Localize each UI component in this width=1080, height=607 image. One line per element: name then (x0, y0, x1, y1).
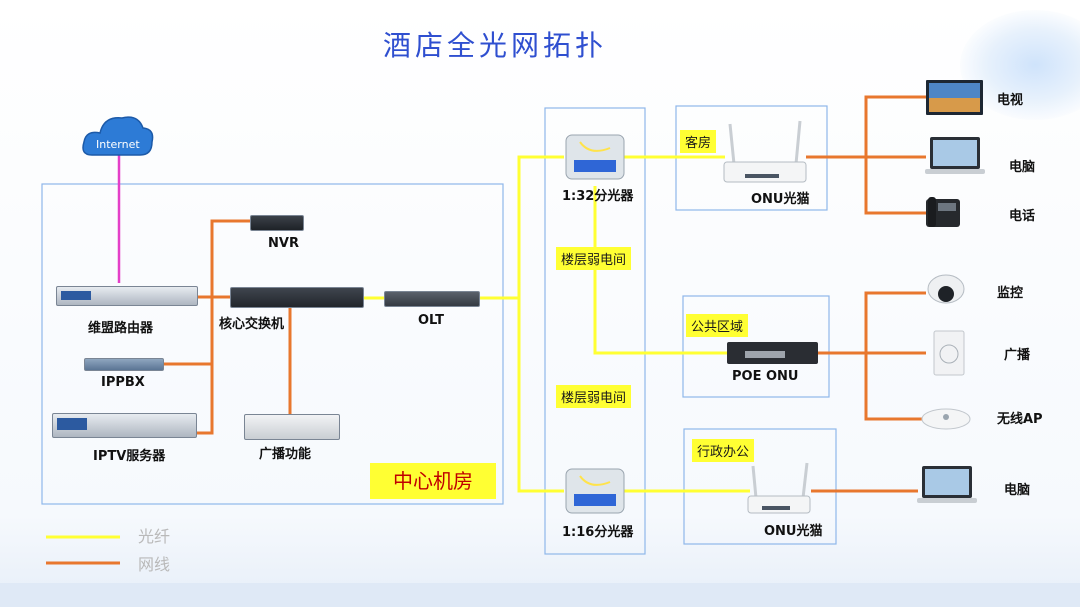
onu-router-1-icon (723, 120, 807, 183)
eth-poe-bus (864, 291, 926, 421)
nvr-device (250, 215, 304, 231)
poe-onu-icon (727, 342, 818, 364)
core-switch-label: 核心交换机 (219, 317, 285, 332)
laptop-icon (917, 466, 977, 503)
eth-nvr-iptv (195, 219, 250, 435)
footer-band (0, 583, 1080, 607)
legend-fiber-label: 光纤 (138, 527, 171, 546)
endpoint-ap-label: 无线AP (997, 412, 1043, 427)
splitter-2-icon (565, 468, 625, 514)
diagram-title: 酒店全光网拓扑 (383, 29, 608, 62)
splitter-2-label: 1:16分光器 (562, 525, 634, 540)
zone-tag-guest: 客房 (680, 130, 717, 153)
tv-icon (926, 80, 983, 115)
internet-label: Internet (96, 138, 140, 151)
phone-icon (926, 197, 960, 227)
floor-tag-1: 楼层弱电间 (556, 247, 632, 270)
onu-3-label: ONU光猫 (764, 524, 823, 539)
splitter-column-box (544, 107, 646, 555)
floor-tag-2: 楼层弱电间 (556, 385, 632, 408)
fiber-trunk-vertical (517, 155, 564, 493)
zone-tag-public: 公共区域 (686, 314, 749, 337)
router-device (56, 286, 198, 306)
onu-router-3-icon (747, 462, 811, 514)
onu-1-label: ONU光猫 (751, 192, 810, 207)
wireless-ap-icon (921, 408, 971, 430)
public-area-box (682, 295, 830, 398)
endpoint-tv-label: 电视 (997, 93, 1024, 108)
splitter-1-icon (565, 134, 625, 180)
core-switch-device (230, 287, 364, 308)
broadcast-device (244, 414, 340, 440)
camera-icon (927, 274, 965, 304)
laptop-icon (925, 137, 985, 174)
endpoint-phone-label: 电话 (1009, 209, 1036, 224)
olt-label: OLT (418, 313, 445, 328)
center-room-box (41, 183, 504, 505)
splitter-1-label: 1:32分光器 (562, 189, 634, 204)
nvr-label: NVR (268, 236, 299, 251)
center-room-tag: 中心机房 (370, 463, 496, 499)
endpoint-camera-label: 监控 (997, 286, 1024, 301)
broadcast-label: 广播功能 (259, 447, 312, 462)
ippbx-label: IPPBX (101, 375, 145, 390)
fiber-sp1-poe (593, 186, 727, 355)
iptv-label: IPTV服务器 (93, 449, 166, 464)
speaker-icon (933, 330, 965, 376)
cloud-icon (82, 116, 154, 156)
office-box (683, 428, 837, 545)
router-label: 维盟路由器 (88, 321, 154, 336)
eth-onu1-bus (864, 95, 926, 215)
legend-ethernet-label: 网线 (138, 555, 171, 574)
iptv-device (52, 413, 197, 438)
endpoint-office-pc-label: 电脑 (1004, 483, 1031, 498)
ippbx-device (84, 358, 164, 371)
olt-device (384, 291, 480, 307)
zone-tag-office: 行政办公 (692, 439, 755, 462)
endpoint-speaker-label: 广播 (1004, 348, 1031, 363)
endpoint-pc-label: 电脑 (1009, 160, 1036, 175)
poe-onu-label: POE ONU (732, 369, 799, 384)
